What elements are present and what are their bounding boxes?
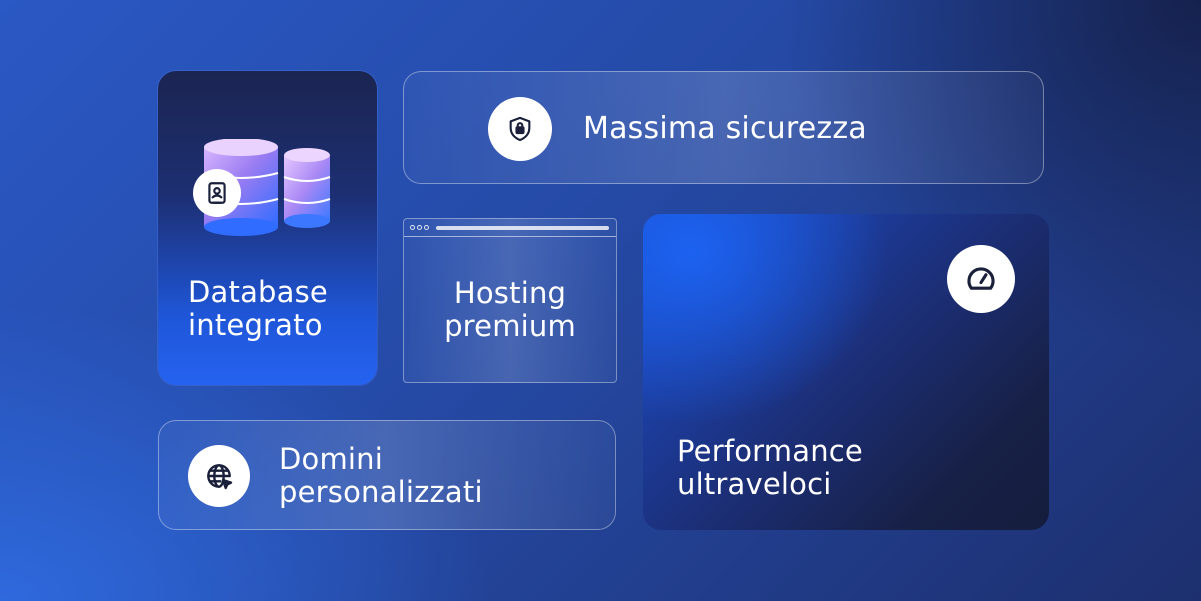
- address-bar: [436, 226, 609, 230]
- database-stack-icon: [203, 139, 331, 236]
- browser-window-icon: [404, 219, 616, 237]
- database-card-title: Database integrato: [188, 275, 328, 342]
- security-card: Massima sicurezza: [403, 71, 1044, 184]
- window-dot: [417, 225, 422, 230]
- performance-card: Performance ultraveloci: [643, 214, 1049, 530]
- globe-cursor-icon: [188, 445, 250, 507]
- hosting-card: Hosting premium: [403, 218, 617, 383]
- window-dot: [410, 225, 415, 230]
- contact-card-icon: [193, 169, 241, 217]
- database-card: Database integrato: [158, 71, 377, 385]
- performance-card-title: Performance ultraveloci: [677, 434, 863, 501]
- window-dot: [424, 225, 429, 230]
- domains-card: Domini personalizzati: [158, 420, 616, 530]
- hosting-card-title: Hosting premium: [444, 276, 576, 343]
- speedometer-icon: [947, 245, 1015, 313]
- security-card-title: Massima sicurezza: [583, 111, 867, 146]
- domains-card-title: Domini personalizzati: [279, 442, 483, 509]
- shield-lock-icon: [488, 97, 552, 161]
